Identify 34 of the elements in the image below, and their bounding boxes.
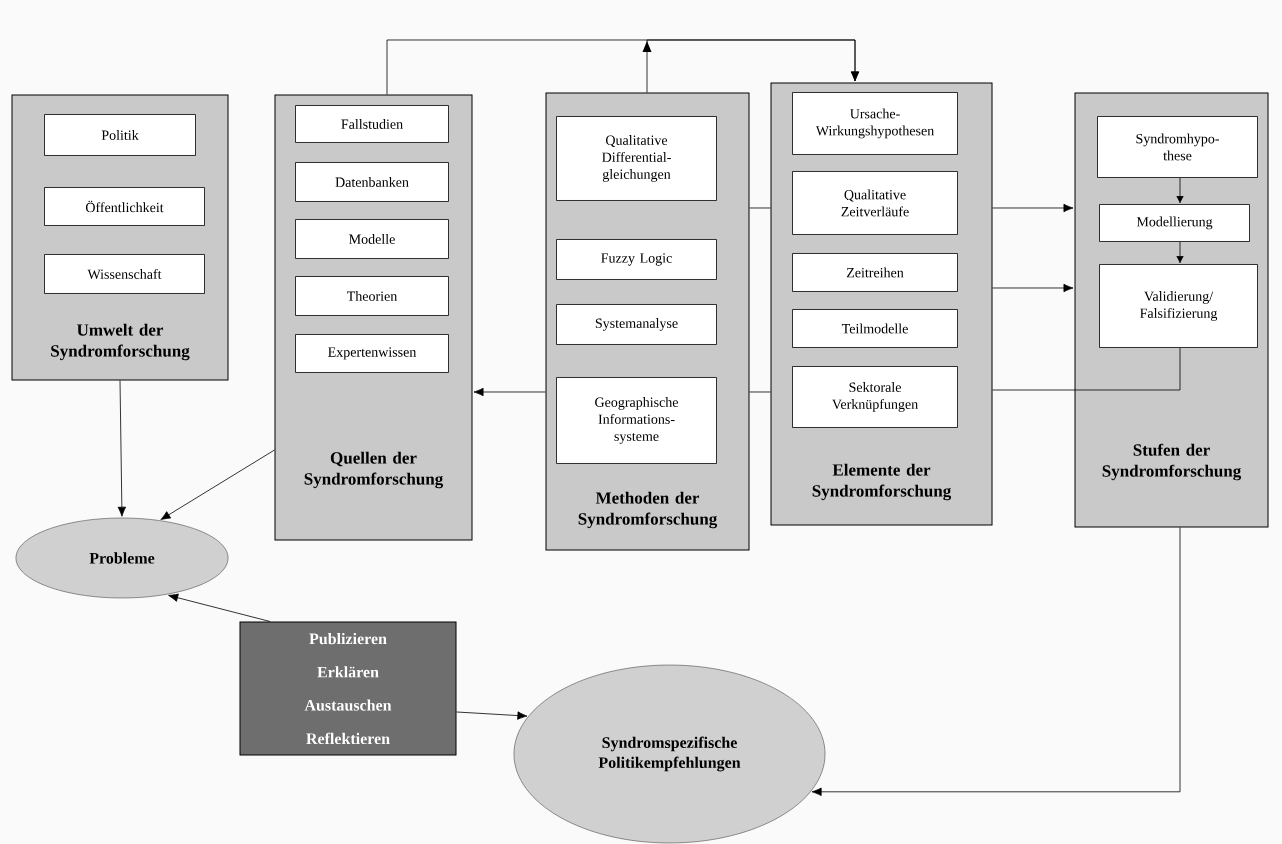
item-box: Modellierung bbox=[1099, 204, 1250, 242]
ellipse-node: Probleme bbox=[15, 517, 229, 599]
item-box: Validierung/ Falsifizierung bbox=[1099, 264, 1258, 348]
item-box: Fallstudien bbox=[295, 105, 449, 143]
item-box: Sektorale Verknüpfungen bbox=[792, 366, 958, 428]
arrow bbox=[642, 39, 860, 93]
arrow bbox=[160, 449, 275, 520]
arrow bbox=[1176, 177, 1184, 204]
item-box: Syndromhypo-these bbox=[1097, 116, 1258, 178]
item-box: Politik bbox=[44, 114, 196, 156]
arrow bbox=[473, 387, 546, 397]
item-box: Modelle bbox=[295, 219, 449, 259]
arrow bbox=[456, 711, 528, 720]
item-box: Qualitative Differential-gleichungen bbox=[556, 116, 717, 201]
arrow bbox=[1176, 241, 1184, 264]
arrow bbox=[992, 283, 1074, 293]
activity-box: Publizieren Erklären Austauschen Reflektieren bbox=[239, 621, 457, 756]
arrow bbox=[117, 380, 127, 517]
item-box: Wissenschaft bbox=[44, 254, 205, 294]
item-box: Zeitreihen bbox=[792, 253, 958, 292]
item-box: Fuzzy Logic bbox=[556, 239, 717, 280]
item-box: Datenbanken bbox=[295, 162, 449, 202]
ellipse-node: Syndromspezifische Politikempfehlungen bbox=[513, 664, 826, 844]
item-box: Expertenwissen bbox=[295, 334, 449, 373]
arrow bbox=[811, 527, 1181, 796]
arrow bbox=[168, 593, 271, 622]
item-box: Teilmodelle bbox=[792, 309, 958, 348]
item-box: Geographische Informations-systeme bbox=[556, 377, 717, 464]
item-box: Systemanalyse bbox=[556, 304, 717, 345]
item-box: Theorien bbox=[295, 276, 449, 316]
arrow bbox=[992, 203, 1074, 213]
item-box: Ursache-Wirkungshypothesen bbox=[792, 92, 958, 155]
item-box: Qualitative Zeitverläufe bbox=[792, 171, 958, 235]
item-box: Öffentlichkeit bbox=[44, 187, 205, 226]
